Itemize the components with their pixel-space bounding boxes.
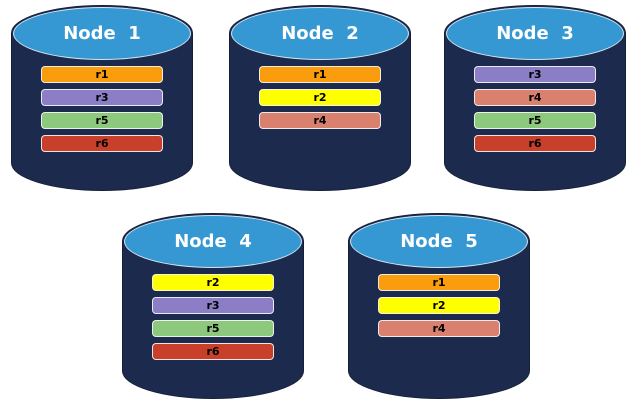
replica-bar: r1 [259, 66, 381, 83]
replica-bar: r3 [152, 297, 274, 314]
cylinder-top-ellipse [124, 215, 302, 268]
node-title: Node 5 [400, 231, 478, 252]
replica-bar: r2 [152, 274, 274, 291]
db-node-3: Node 3 r3 r4 r5 r6 [444, 5, 626, 191]
replica-list: r1 r2 r4 [259, 66, 381, 129]
db-node-2: Node 2 r1 r2 r4 [229, 5, 411, 191]
replica-list: r3 r4 r5 r6 [474, 66, 596, 152]
replica-bar: r4 [378, 320, 500, 337]
replica-list: r1 r2 r4 [378, 274, 500, 337]
db-node-5: Node 5 r1 r2 r4 [348, 213, 530, 399]
replica-bar: r1 [41, 66, 163, 83]
replica-bar: r5 [152, 320, 274, 337]
cylinder-top-ellipse [13, 7, 191, 60]
replica-bar: r3 [41, 89, 163, 106]
node-title: Node 2 [281, 23, 359, 44]
node-title: Node 4 [174, 231, 252, 252]
replica-bar: r2 [259, 89, 381, 106]
replica-bar: r6 [41, 135, 163, 152]
replica-list: r2 r3 r5 r6 [152, 274, 274, 360]
cylinder-top-ellipse [231, 7, 409, 60]
cylinder-top-ellipse [446, 7, 624, 60]
replica-bar: r5 [41, 112, 163, 129]
db-node-4: Node 4 r2 r3 r5 r6 [122, 213, 304, 399]
cylinder-top-ellipse [350, 215, 528, 268]
replica-bar: r5 [474, 112, 596, 129]
replica-bar: r3 [474, 66, 596, 83]
replica-bar: r4 [259, 112, 381, 129]
replica-bar: r1 [378, 274, 500, 291]
replica-bar: r6 [474, 135, 596, 152]
replica-bar: r4 [474, 89, 596, 106]
replica-bar: r2 [378, 297, 500, 314]
node-title: Node 1 [63, 23, 141, 44]
db-node-1: Node 1 r1 r3 r5 r6 [11, 5, 193, 191]
replica-list: r1 r3 r5 r6 [41, 66, 163, 152]
node-title: Node 3 [496, 23, 574, 44]
replica-bar: r6 [152, 343, 274, 360]
